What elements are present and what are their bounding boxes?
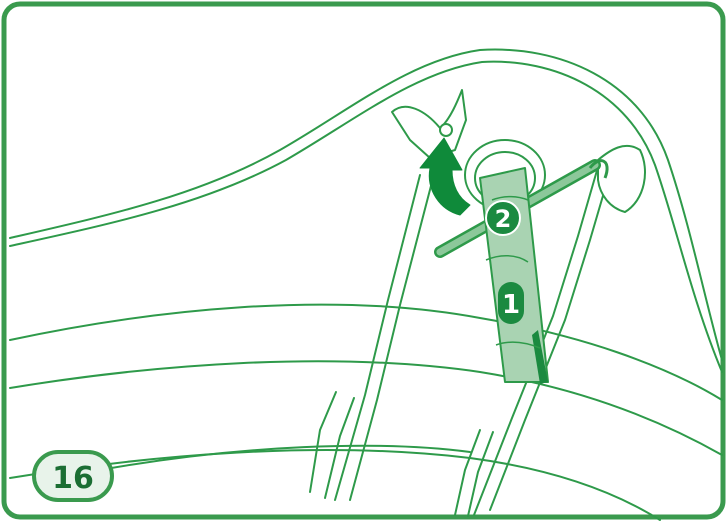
step-number: 16: [52, 461, 94, 496]
top-clips: [391, 89, 646, 213]
marker-two: 2: [485, 200, 521, 236]
marker-two-circle: [485, 200, 521, 236]
seat-base-curves: [9, 303, 723, 521]
harness-straps: [309, 159, 613, 517]
left-clip-hole: [439, 123, 453, 137]
marker-one-shape: [498, 282, 524, 324]
step-badge-frame: [32, 450, 114, 502]
step-badge: 16: [32, 450, 114, 502]
marker-one-label: 1: [502, 290, 520, 320]
rotate-arrow-icon: [419, 137, 471, 216]
right-clip: [597, 144, 646, 213]
marker-one: 1: [498, 282, 524, 324]
marker-two-label: 2: [495, 205, 512, 233]
left-clip: [391, 89, 467, 159]
release-tab-edge: [532, 330, 548, 384]
seat-shell-outline: [9, 48, 723, 373]
